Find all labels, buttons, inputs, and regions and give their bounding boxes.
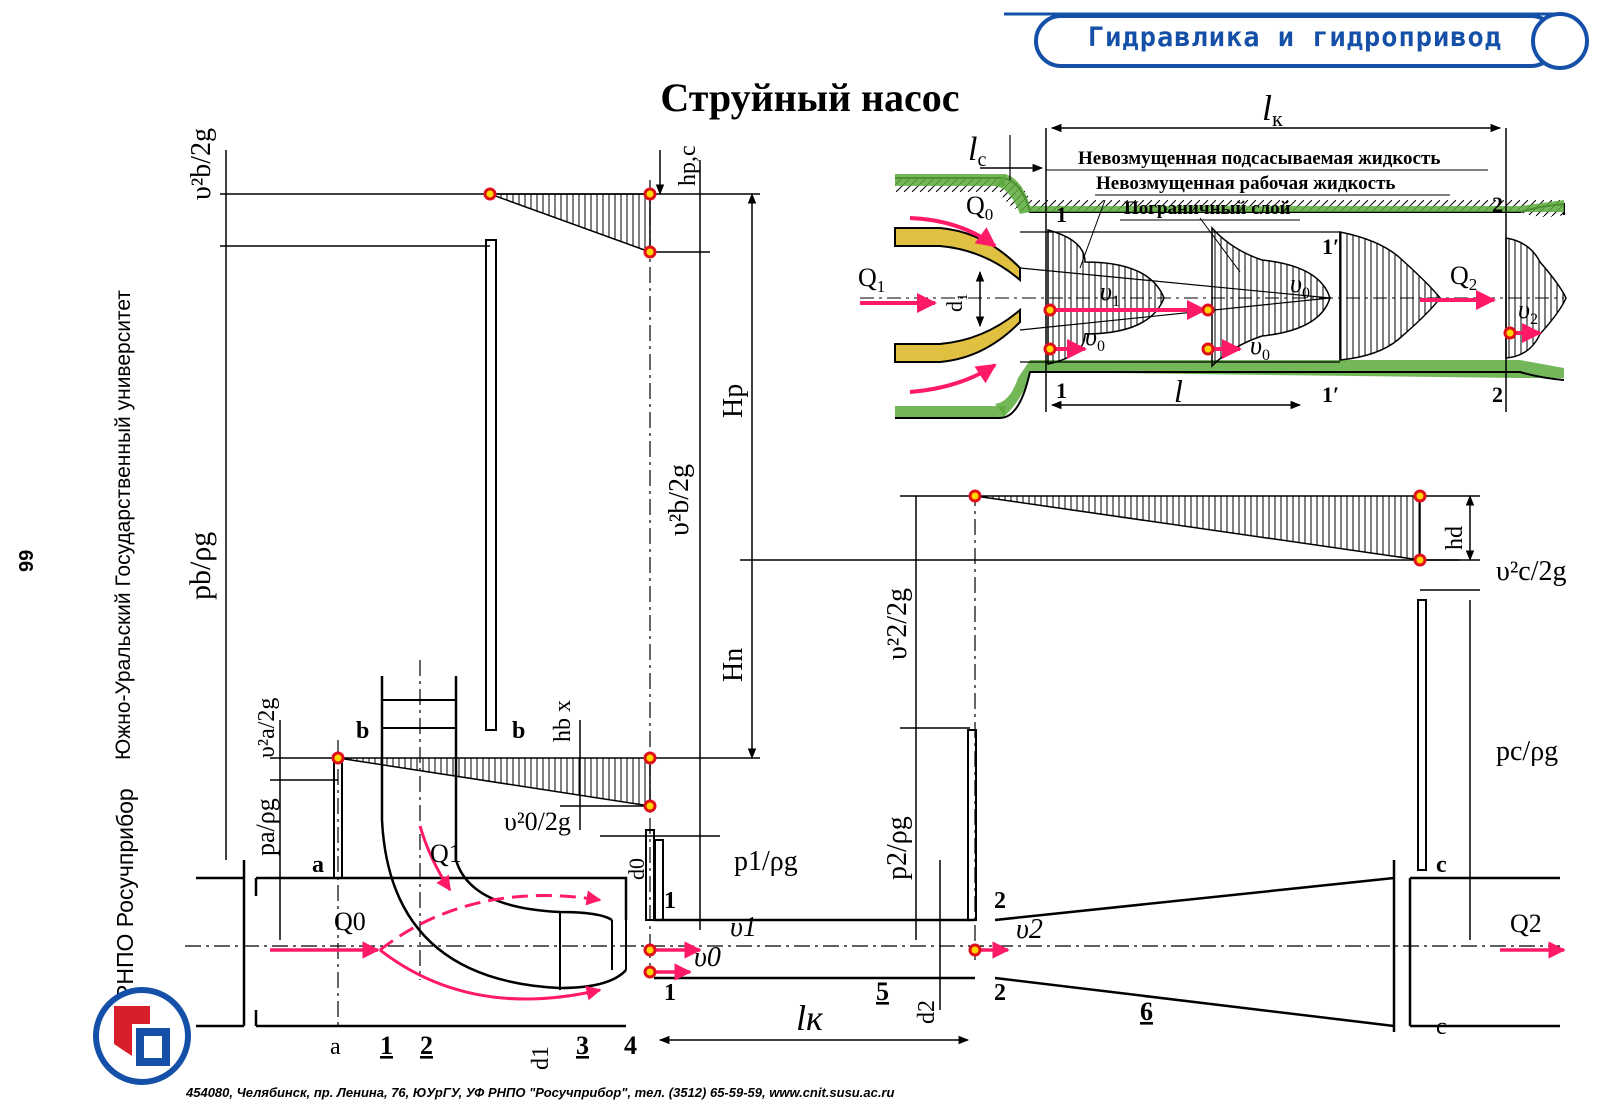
label-sec2-top: 2 xyxy=(994,888,1006,914)
inset-sec1p-top: 1′ xyxy=(1322,234,1339,259)
label-sec-a-bot: a xyxy=(330,1034,341,1060)
label-part-6: 6 xyxy=(1140,997,1153,1026)
inset-d1-label: d1 xyxy=(942,294,971,313)
label-part-1: 1 xyxy=(380,1031,393,1060)
label-sec-b-left: b xyxy=(356,718,369,744)
page-title: Струйный насос xyxy=(660,75,960,120)
label-v2: υ2 xyxy=(1016,914,1043,945)
label-hd: hd xyxy=(1442,526,1468,550)
label-vb2-2g-right: υ²b/2g xyxy=(664,464,695,536)
inset-sec1p-bot: 1′ xyxy=(1322,382,1339,407)
header-subject: Гидравлика и гидропривод xyxy=(1087,22,1503,53)
org-logo xyxy=(93,987,191,1085)
label-pb-rhog: pb/ρg xyxy=(184,532,217,600)
label-d1: d1 xyxy=(528,1046,554,1070)
label-vc2-2g: υ²c/2g xyxy=(1496,556,1566,587)
inset-lc-label: lc xyxy=(968,131,986,171)
inset-diagram xyxy=(860,123,1567,419)
label-sec-c-top: c xyxy=(1436,852,1447,878)
inset-v0-label-b: υ0 xyxy=(1085,322,1105,355)
label-d0: d0 xyxy=(624,858,649,880)
inset-sec2-top: 2 xyxy=(1492,192,1503,217)
label-hpc: hp,c xyxy=(675,145,701,186)
label-p2-rhog: p2/ρg xyxy=(882,816,913,880)
label-v0-2g: υ²0/2g xyxy=(504,807,571,836)
label-v1: υ1 xyxy=(730,912,757,943)
label-v0: υ0 xyxy=(694,942,721,973)
label-sec2-bot: 2 xyxy=(994,980,1006,1006)
inset-label-working: Невозмущенная рабочая жидкость xyxy=(1096,173,1395,194)
label-sec-c-bot: c xyxy=(1436,1014,1447,1040)
inset-l-label: l xyxy=(1174,373,1183,409)
label-part-5: 5 xyxy=(876,977,889,1006)
measurement-points xyxy=(331,187,1427,979)
label-pc-rhog: pc/ρg xyxy=(1496,736,1558,767)
label-sec-b-right: b xyxy=(512,718,525,744)
inset-sec1-bot: 1 xyxy=(1056,378,1067,403)
inset-q1-label: Q1 xyxy=(858,263,885,296)
label-va2-2g: υ²a/2g xyxy=(254,698,280,758)
label-part-4: 4 xyxy=(624,1031,637,1060)
label-hp: Hp xyxy=(718,384,749,418)
label-q2: Q2 xyxy=(1510,909,1542,938)
inset-v0-label-a: υ0 xyxy=(1290,269,1310,302)
label-sec-a-top: a xyxy=(312,852,324,878)
label-part-3: 3 xyxy=(576,1031,589,1060)
inset-v2-label: υ2 xyxy=(1518,295,1538,328)
label-q0: Q0 xyxy=(334,907,366,936)
label-pa-rhog: pa/ρg xyxy=(251,798,280,856)
inset-q0-label: Q0 xyxy=(966,191,993,224)
label-v2-2g: υ²2/2g xyxy=(882,588,913,660)
label-sec1-bot: 1 xyxy=(664,980,676,1006)
label-hn: Hn xyxy=(718,648,749,682)
label-hbx: hb x xyxy=(550,700,576,742)
inset-label-suction: Невозмущенная подсасываемая жидкость xyxy=(1078,148,1440,169)
header-badge xyxy=(1004,12,1589,70)
inset-sec1-top: 1 xyxy=(1056,202,1067,227)
label-sec1-top: 1 xyxy=(664,888,676,914)
inset-lk-label: lк xyxy=(1262,88,1283,131)
label-vb2-2g-left: υ²b/2g xyxy=(186,128,217,200)
inset-q2-label: Q2 xyxy=(1450,261,1477,294)
inset-label-boundary: Пограничный слой xyxy=(1124,198,1291,219)
label-part-2: 2 xyxy=(420,1031,433,1060)
inset-v1-label: υ1 xyxy=(1100,277,1120,310)
label-p1-rhog: p1/ρg xyxy=(734,846,798,877)
inset-sec2-bot: 2 xyxy=(1492,382,1503,407)
label-lk: lк xyxy=(796,998,824,1038)
label-d2: d2 xyxy=(914,1000,940,1024)
main-drawing xyxy=(185,150,1566,1045)
inset-v0-label-c: υ0 xyxy=(1250,331,1270,364)
footer-address: 454080, Челябинск, пр. Ленина, 76, ЮУрГУ… xyxy=(186,1085,895,1100)
label-q1: Q1 xyxy=(430,839,462,868)
